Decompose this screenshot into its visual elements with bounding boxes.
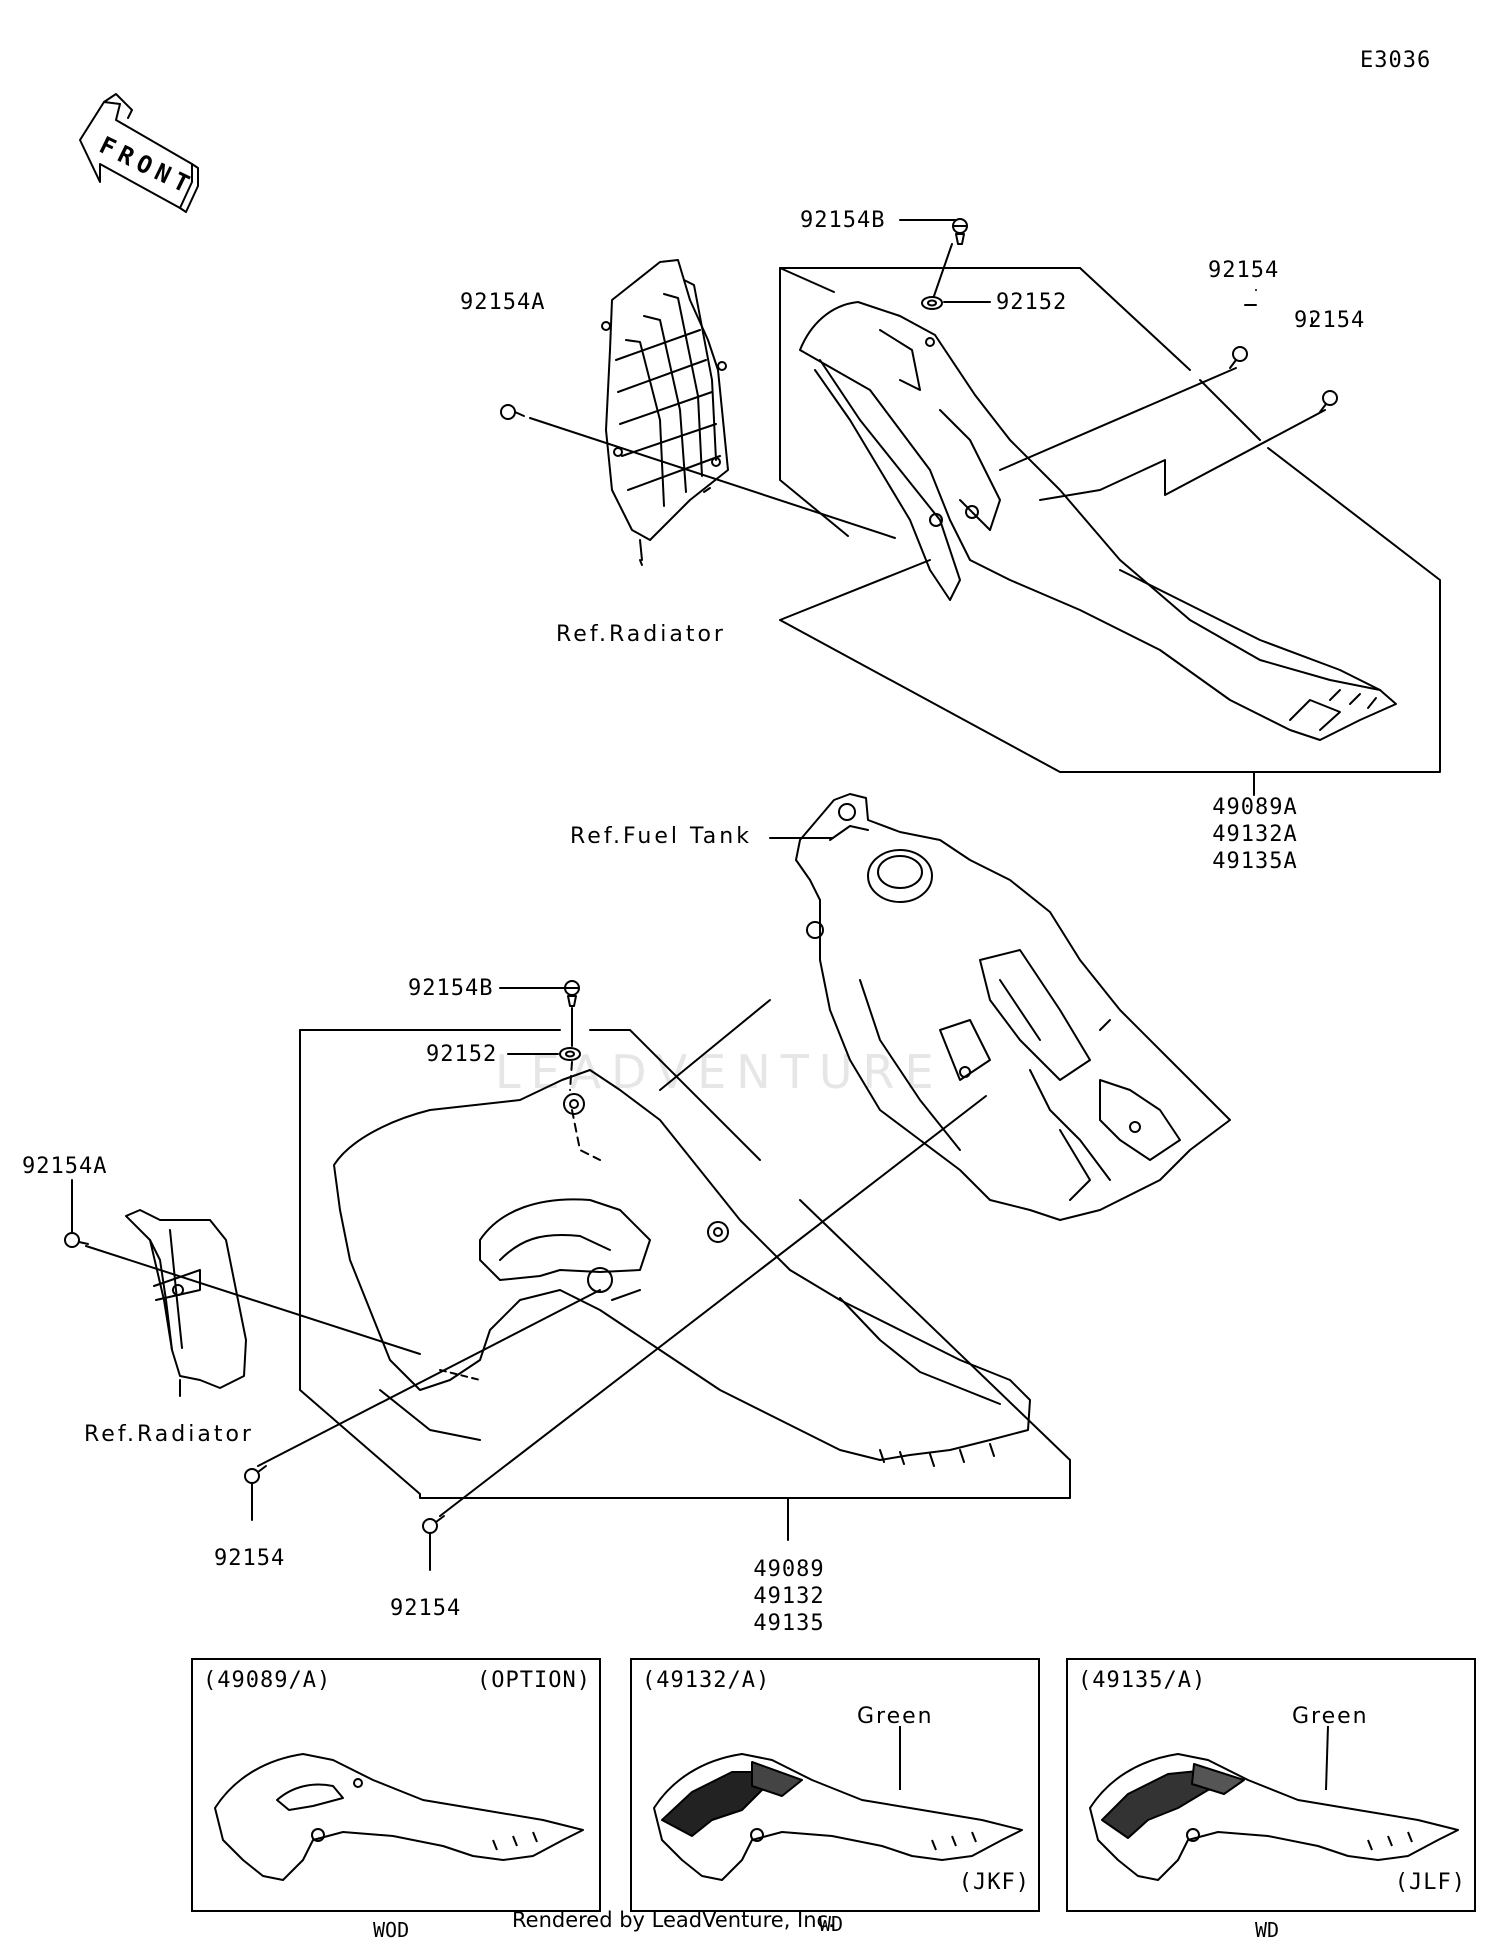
front-arrow-icon bbox=[79, 93, 199, 213]
variant-panel-49089: (49089/A) (OPTION) WOD bbox=[191, 1658, 601, 1942]
lower-ref-radiator-label: Ref.Radiator bbox=[84, 1422, 254, 1447]
credit-line: Rendered by LeadVenture, Inc. bbox=[512, 1908, 835, 1932]
upper-bolt-b-label: 92154B bbox=[800, 208, 886, 233]
variant-footer: WOD bbox=[373, 1918, 410, 1942]
lower-part-numbers: 49089 49132 49135 bbox=[734, 1556, 844, 1637]
upper-bolt-1-label: 92154 bbox=[1208, 258, 1280, 283]
upper-bolt-b-icon bbox=[952, 218, 968, 245]
lower-bolt-b-label: 92154B bbox=[408, 976, 494, 1001]
diagram-code: E3036 bbox=[1360, 48, 1432, 73]
upper-washer-icon bbox=[921, 296, 943, 310]
upper-part-number: 49089A bbox=[1212, 795, 1298, 820]
variant-shroud-icon bbox=[653, 1726, 1023, 1881]
lower-part-number: 49132 bbox=[753, 1584, 825, 1609]
lower-part-number: 49135 bbox=[753, 1611, 825, 1636]
lower-bolt-2-label: 92154 bbox=[390, 1596, 462, 1621]
upper-ref-radiator-label: Ref.Radiator bbox=[556, 622, 726, 647]
variant-color-label: Green bbox=[857, 1704, 934, 1729]
ref-fuel-tank-label: Ref.Fuel Tank bbox=[570, 824, 752, 849]
variant-footer: WD bbox=[819, 1912, 844, 1936]
lower-washer-label: 92152 bbox=[426, 1042, 498, 1067]
upper-washer-label: 92152 bbox=[996, 290, 1068, 315]
lower-bolt-a-icon bbox=[64, 1232, 89, 1248]
variant-code: (49132/A) bbox=[642, 1668, 771, 1693]
variant-shroud-icon bbox=[214, 1753, 584, 1881]
upper-radiator-icon bbox=[601, 259, 729, 561]
variant-shroud-icon bbox=[1089, 1725, 1459, 1881]
variant-model: (JLF) bbox=[1394, 1870, 1466, 1895]
variant-model: (JKF) bbox=[958, 1870, 1030, 1895]
upper-bolt-a-label: 92154A bbox=[460, 290, 546, 315]
fuel-tank-icon bbox=[795, 793, 1231, 1221]
lower-radiator-icon bbox=[125, 1209, 247, 1397]
lower-bolt-1-icon bbox=[244, 1465, 267, 1484]
lower-washer-icon bbox=[559, 1047, 581, 1061]
upper-part-number: 49132A bbox=[1212, 822, 1298, 847]
lower-bolt-b-icon bbox=[564, 980, 580, 1007]
upper-bolt-1-icon bbox=[1229, 346, 1248, 369]
upper-bolt-2-icon bbox=[1319, 390, 1338, 413]
upper-shroud-icon bbox=[799, 301, 1397, 741]
upper-part-numbers: 49089A 49132A 49135A bbox=[1200, 794, 1310, 875]
lower-bolt-1-label: 92154 bbox=[214, 1546, 286, 1571]
lower-bolt-2-icon bbox=[422, 1515, 445, 1534]
lower-shroud-icon bbox=[333, 1069, 1031, 1467]
variant-footer: WD bbox=[1255, 1918, 1280, 1942]
upper-part-number: 49135A bbox=[1212, 849, 1298, 874]
variant-panel-49135: (49135/A) Green (JLF) WD bbox=[1066, 1658, 1476, 1942]
upper-bolt-a-icon bbox=[500, 404, 525, 420]
variant-code: (49135/A) bbox=[1078, 1668, 1207, 1693]
variant-code: (49089/A) bbox=[203, 1668, 332, 1693]
variant-note: (OPTION) bbox=[477, 1668, 591, 1693]
lower-bolt-a-label: 92154A bbox=[22, 1154, 108, 1179]
watermark: LEADVENTURE bbox=[495, 1045, 944, 1099]
upper-bolt-2-label: 92154 bbox=[1294, 308, 1366, 333]
variant-panel-49132: (49132/A) Green (JKF) WD bbox=[630, 1658, 1040, 1936]
variant-color-label: Green bbox=[1292, 1704, 1369, 1729]
lower-part-number: 49089 bbox=[753, 1557, 825, 1582]
